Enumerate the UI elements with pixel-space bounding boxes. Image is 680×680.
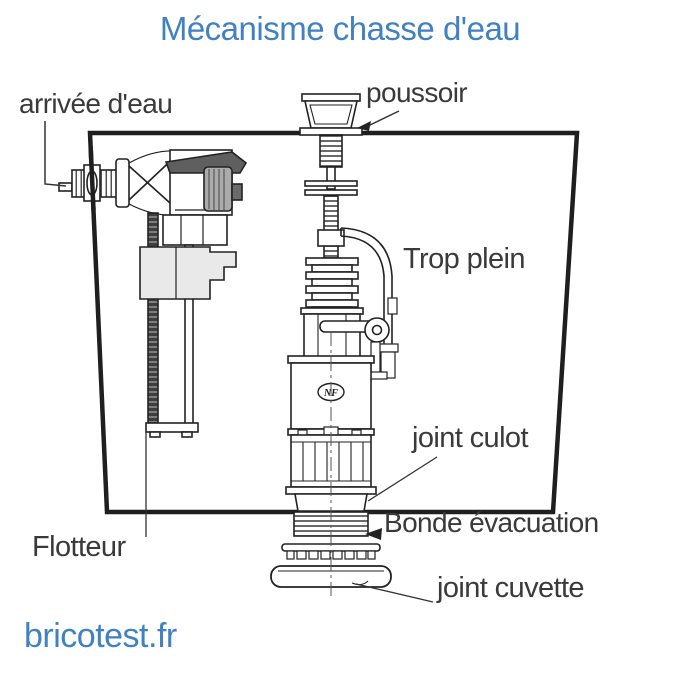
joint-cuvette-pointer (355, 583, 434, 603)
arrivee-eau-pointer (44, 121, 67, 187)
cistern-tank-outline (87, 130, 580, 515)
poussoir-arrowhead (357, 121, 371, 131)
actuator-rod (304, 134, 358, 259)
push-button (299, 93, 363, 136)
valve-lever-mechanism (300, 307, 390, 380)
label-arrivee-eau: arrivée d'eau (19, 88, 173, 119)
label-trop-plein: Trop plein (403, 243, 525, 275)
label-joint-culot: joint culot (412, 422, 529, 454)
callout-pointers (44, 110, 438, 603)
water-inlet-fitting (58, 150, 187, 216)
label-poussoir: poussoir (366, 77, 468, 108)
page-title: Mécanisme chasse d'eau (159, 10, 521, 47)
float-valve-head (164, 149, 248, 216)
float-valve-column (145, 212, 228, 438)
poussoir-pointer (367, 110, 400, 127)
label-bonde-evacuation: Bonde évacuation (384, 507, 599, 538)
label-flotteur: Flotteur (32, 531, 126, 563)
float-valve-assembly (58, 149, 248, 438)
float-body (139, 246, 237, 300)
tank-wall-over-inlet (88, 149, 96, 211)
site-watermark: bricotest.fr (24, 617, 177, 655)
label-joint-cuvette: joint cuvette (437, 572, 585, 604)
flush-valve-assembly: NF (270, 93, 399, 600)
bonde-arrowhead (365, 528, 382, 540)
telescopic-tube (305, 257, 359, 315)
joint-culot-pointer (367, 456, 438, 502)
